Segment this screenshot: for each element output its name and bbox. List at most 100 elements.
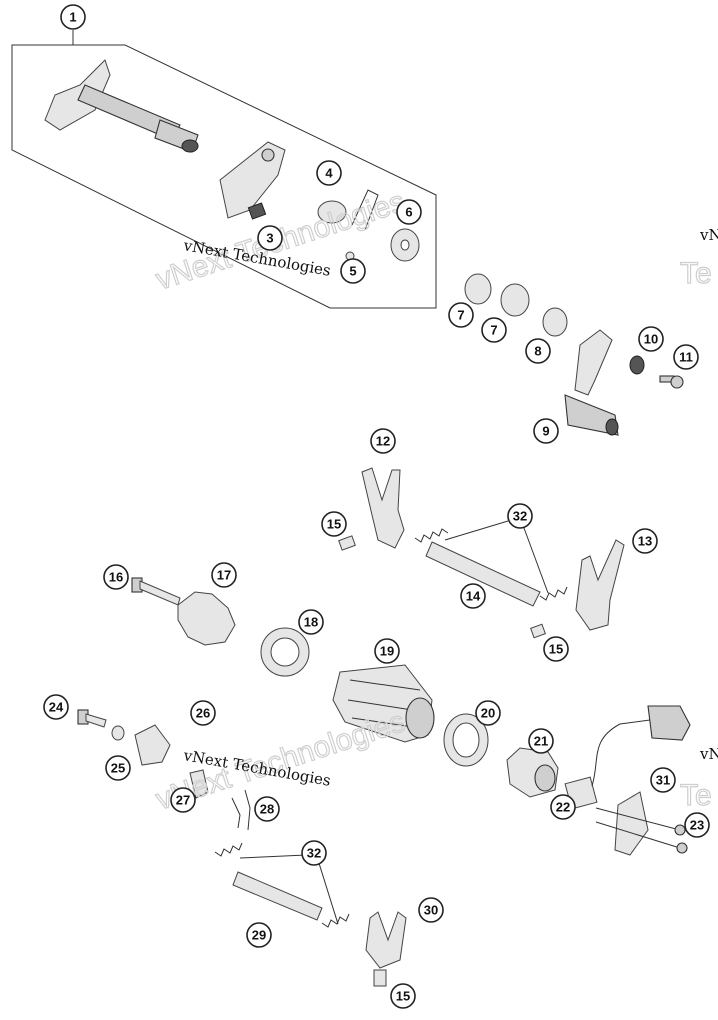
callout-15b: 15 [543,636,569,662]
callout-19: 19 [374,638,400,664]
callout-14: 14 [460,583,486,609]
svg-text:28: 28 [260,802,274,817]
callout-8: 8 [525,338,551,364]
callout-29: 29 [246,922,272,948]
watermark-small-text: vN [699,226,718,244]
callout-30: 30 [418,897,444,923]
svg-text:29: 29 [252,928,266,943]
callout-24: 24 [43,694,69,720]
svg-text:26: 26 [196,706,210,721]
watermark-small-text: vN [699,745,718,763]
part-shift-star-17 [177,591,236,646]
part-spring-32a [414,528,449,543]
part-spring-32d [321,913,350,928]
callout-28: 28 [254,796,280,822]
svg-text:5: 5 [349,264,356,279]
part-sensor-22 [564,705,691,810]
svg-text:15: 15 [549,642,563,657]
svg-text:32: 32 [513,509,527,524]
part-shift-drum-19 [332,664,435,743]
callout-4: 4 [316,160,342,186]
callout-15c: 15 [390,983,416,1009]
svg-text:8: 8 [534,344,541,359]
callout-1: 1 [60,4,86,30]
watermark-4: vN Te [679,745,718,813]
watermark-big-text: Te [680,257,712,290]
callout-26: 26 [190,700,216,726]
part-spring-4 [317,189,379,231]
svg-text:14: 14 [466,589,481,604]
part-pin-15a [338,535,356,551]
callout-12: 12 [370,428,396,454]
part-shift-fork-13 [575,539,625,631]
callout-32b: 32 [301,840,327,866]
svg-text:1: 1 [69,10,76,25]
callout-25: 25 [105,755,131,781]
part-pin-15b [530,623,546,639]
svg-text:27: 27 [176,793,190,808]
svg-text:19: 19 [380,644,394,659]
part-bushing-7b [500,283,530,317]
callout-18: 18 [298,609,324,635]
svg-text:25: 25 [111,761,125,776]
part-seal-8 [542,307,568,337]
part-bolt-16 [131,577,181,606]
svg-text:4: 4 [325,166,333,181]
part-roller-27 [189,769,209,799]
callout-27: 27 [170,787,196,813]
part-shift-shaft [44,59,199,153]
callout-7b: 7 [481,317,507,343]
part-pin-15c [373,969,387,987]
callout-9: 9 [533,418,559,444]
svg-text:21: 21 [534,734,548,749]
svg-text:15: 15 [396,989,410,1004]
callout-31: 31 [650,767,676,793]
svg-text:6: 6 [405,205,412,220]
svg-text:32: 32 [307,846,321,861]
callout-20: 20 [475,700,501,726]
part-sleeve-26 [134,724,171,766]
svg-text:24: 24 [49,700,64,715]
part-bushing-7a [464,273,492,305]
part-shift-lever [564,329,619,436]
part-screws-23 [595,807,688,854]
assembly-1-outline [11,44,437,309]
part-bearing-20 [443,713,489,767]
svg-text:7: 7 [457,308,464,323]
callout-10: 10 [638,326,664,352]
callout-7a: 7 [448,302,474,328]
svg-text:17: 17 [217,568,231,583]
part-fork-rod-29 [232,871,323,921]
callout-32a: 32 [507,503,533,529]
part-bolt-11 [659,375,684,389]
callout-23: 23 [684,812,710,838]
callout-16: 16 [103,564,129,590]
callout-5: 5 [340,258,366,284]
part-bracket-31 [614,791,649,856]
svg-text:30: 30 [424,903,438,918]
callout-17: 17 [211,562,237,588]
callout-22: 22 [550,794,576,820]
callout-6: 6 [396,199,422,225]
callout-21: 21 [528,728,554,754]
part-shift-fork-12 [361,467,405,549]
svg-text:18: 18 [304,615,318,630]
part-bolt-24 [77,709,107,728]
part-clip-28 [231,789,251,831]
callout-13: 13 [632,528,658,554]
svg-text:7: 7 [490,323,497,338]
callout-15a: 15 [321,511,347,537]
part-sensor-21 [506,747,559,798]
part-shift-fork-30 [365,911,407,969]
svg-text:31: 31 [656,773,670,788]
svg-text:23: 23 [690,818,704,833]
part-spring-32b [539,586,568,601]
part-nut-10 [629,355,645,375]
part-spring-32c [214,842,243,857]
svg-text:13: 13 [638,534,652,549]
svg-text:20: 20 [481,706,495,721]
svg-text:15: 15 [327,517,341,532]
part-shift-plate [219,141,286,220]
callout-11: 11 [673,344,699,370]
